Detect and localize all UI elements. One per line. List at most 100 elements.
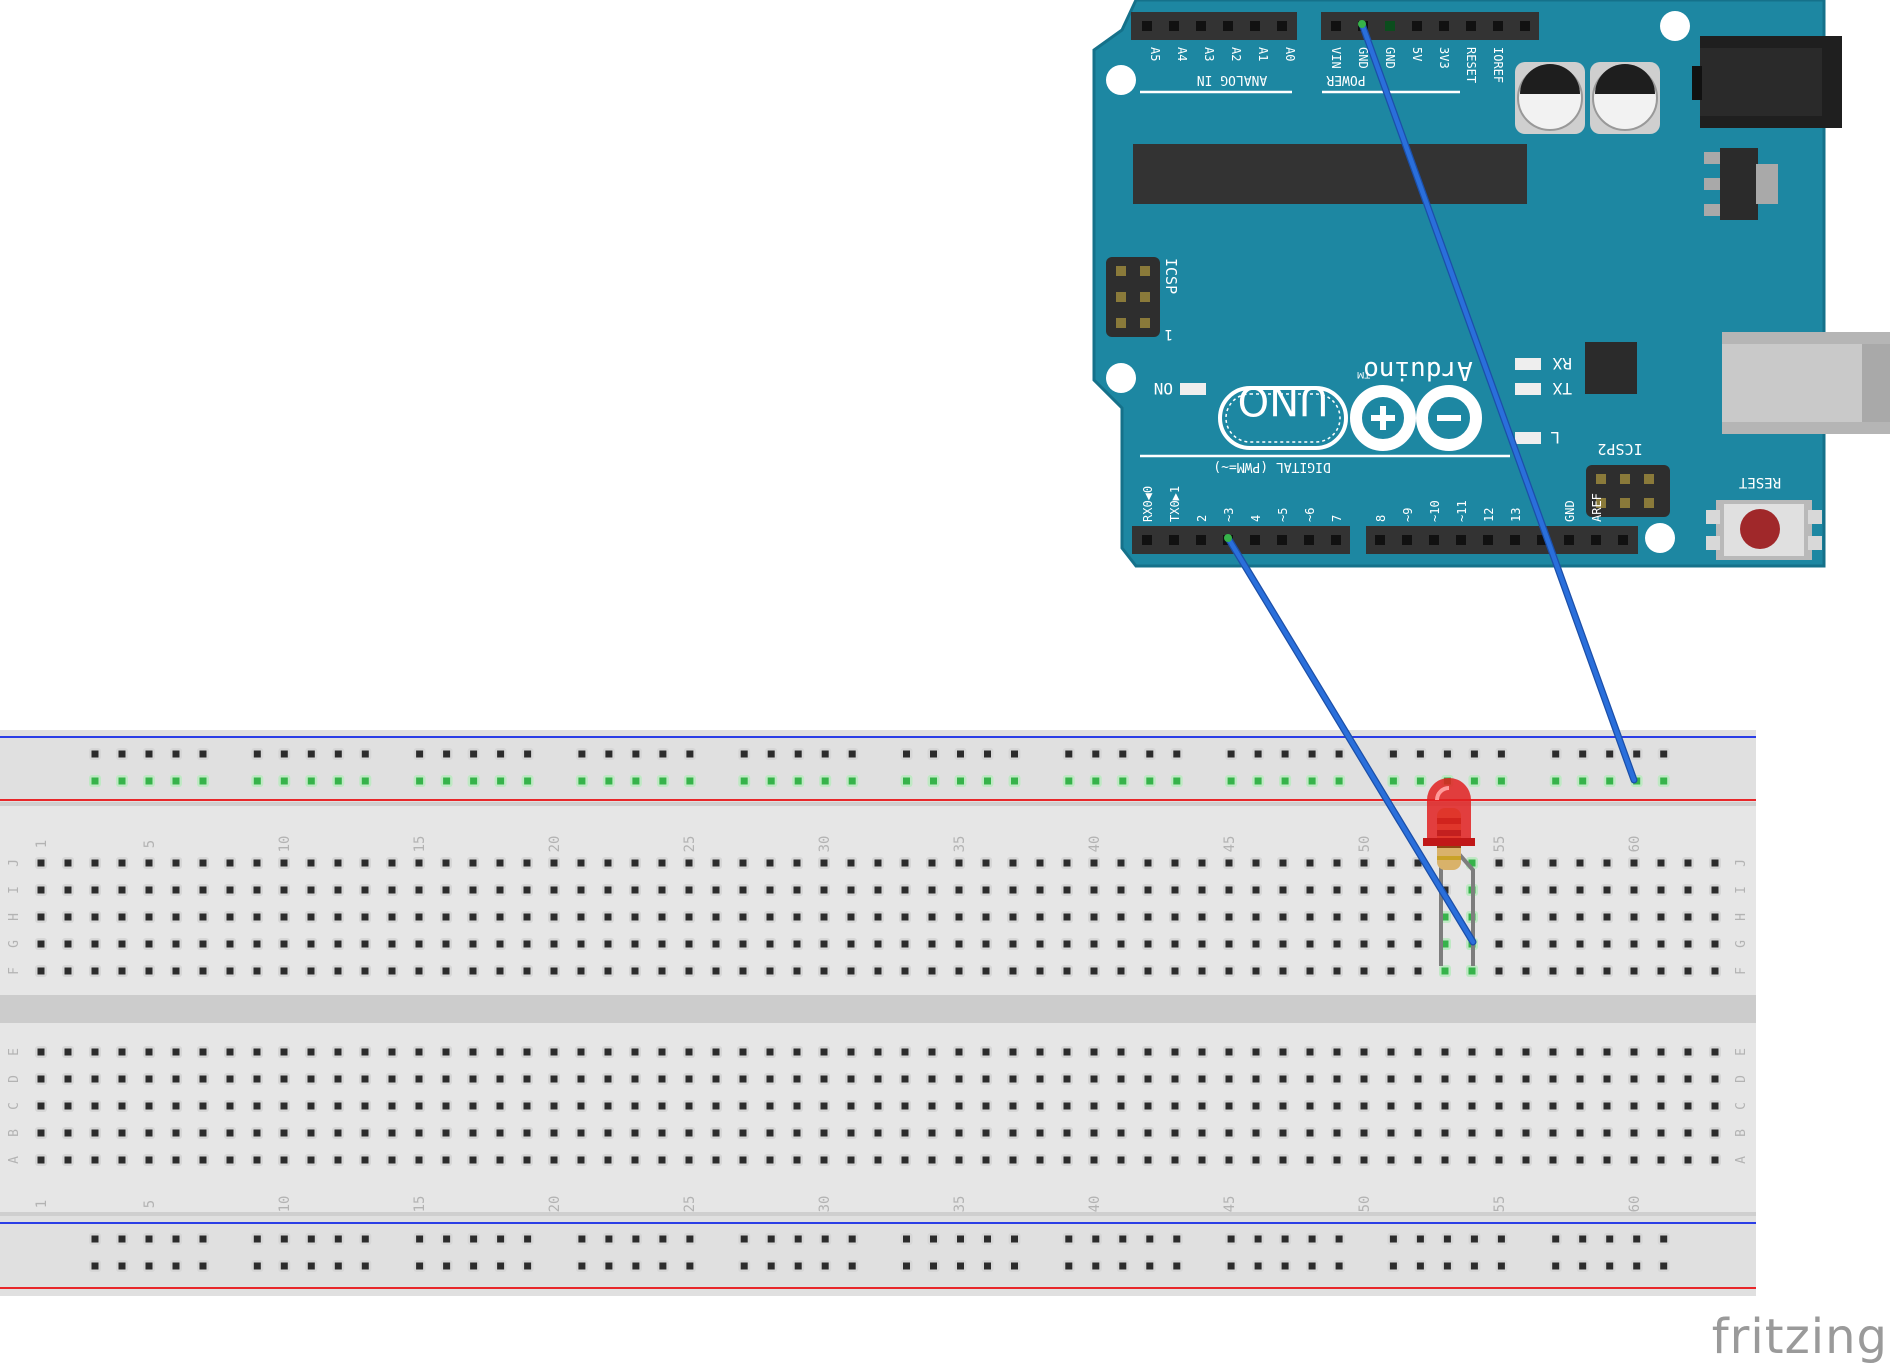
row-letter-right: B: [1734, 1129, 1749, 1137]
breadboard-hole: [1630, 1048, 1638, 1056]
breadboard-hole: [199, 886, 207, 894]
breadboard-hole: [1657, 1102, 1665, 1110]
breadboard-hole: [955, 1075, 963, 1083]
row-letter-right: A: [1734, 1156, 1749, 1164]
breadboard-hole: [307, 750, 315, 758]
breadboard-hole: [361, 886, 369, 894]
breadboard-hole: [1657, 1156, 1665, 1164]
breadboard-hole: [1333, 1129, 1341, 1137]
breadboard-hole: [523, 1102, 531, 1110]
analog-pin-label: A2: [1229, 47, 1243, 61]
breadboard-hole: [928, 886, 936, 894]
breadboard-hole: [658, 1156, 666, 1164]
column-number-top: 1: [34, 840, 50, 848]
breadboard-hole: [1117, 886, 1125, 894]
icsp-pin: [1116, 318, 1126, 328]
breadboard-hole: [1254, 750, 1262, 758]
capacitor: [1515, 62, 1585, 134]
breadboard-hole: [496, 886, 504, 894]
breadboard-hole: [577, 1156, 585, 1164]
breadboard-hole: [577, 1048, 585, 1056]
breadboard-hole: [577, 967, 585, 975]
breadboard-hole: [172, 750, 180, 758]
breadboard-hole: [794, 1262, 802, 1270]
active-hole: [848, 777, 856, 785]
breadboard-hole: [955, 913, 963, 921]
breadboard-hole: [1225, 1075, 1233, 1083]
breadboard-hole: [1497, 1235, 1505, 1243]
breadboard-hole: [199, 967, 207, 975]
breadboard-hole: [1279, 886, 1287, 894]
breadboard-hole: [1414, 859, 1422, 867]
breadboard-hole: [226, 886, 234, 894]
breadboard-hole: [1335, 1235, 1343, 1243]
active-hole: [740, 777, 748, 785]
active-hole: [1335, 777, 1343, 785]
breadboard-hole: [91, 1156, 99, 1164]
breadboard-hole: [955, 1129, 963, 1137]
breadboard-hole: [1306, 1075, 1314, 1083]
breadboard-hole: [443, 750, 451, 758]
breadboard-hole: [874, 1075, 882, 1083]
column-number-bottom: 20: [547, 1196, 563, 1213]
breadboard-hole: [64, 1156, 72, 1164]
breadboard-hole: [821, 1262, 829, 1270]
breadboard-hole: [605, 750, 613, 758]
reset-button[interactable]: [1706, 500, 1822, 560]
breadboard-hole: [1684, 1129, 1692, 1137]
breadboard-hole: [550, 967, 558, 975]
breadboard-hole: [874, 1048, 882, 1056]
breadboard-hole: [1227, 1262, 1235, 1270]
breadboard-hole: [1009, 967, 1017, 975]
row-letter-left: D: [7, 1075, 22, 1083]
breadboard-hole: [1225, 1048, 1233, 1056]
breadboard-hole: [1468, 1129, 1476, 1137]
header-pin: [1537, 535, 1547, 545]
breadboard-hole: [469, 940, 477, 948]
breadboard-hole: [469, 1156, 477, 1164]
column-number-bottom: 40: [1087, 1196, 1103, 1213]
breadboard-hole: [1660, 1262, 1668, 1270]
breadboard-hole: [1198, 1075, 1206, 1083]
active-hole: [1119, 777, 1127, 785]
breadboard-hole: [739, 940, 747, 948]
breadboard-hole: [1308, 1235, 1316, 1243]
breadboard-hole: [1171, 940, 1179, 948]
breadboard-hole: [1389, 1262, 1397, 1270]
breadboard-hole: [1633, 1262, 1641, 1270]
breadboard-hole: [415, 1156, 423, 1164]
breadboard-hole: [1306, 1048, 1314, 1056]
digital-pin-label: ~10: [1428, 500, 1442, 522]
breadboard-hole: [1335, 750, 1343, 758]
breadboard-hole: [280, 1262, 288, 1270]
breadboard-hole: [1630, 1129, 1638, 1137]
breadboard-hole: [1443, 1262, 1451, 1270]
breadboard-hole: [469, 859, 477, 867]
active-hole: [1416, 777, 1424, 785]
breadboard-hole: [1387, 913, 1395, 921]
breadboard-hole: [1092, 1235, 1100, 1243]
breadboard-hole: [577, 913, 585, 921]
breadboard-hole: [1171, 967, 1179, 975]
header-pin: [1375, 535, 1385, 545]
breadboard-hole: [1036, 1075, 1044, 1083]
row-letter-left: A: [7, 1156, 22, 1164]
breadboard-hole: [1387, 1102, 1395, 1110]
breadboard-hole: [1173, 1235, 1181, 1243]
breadboard-hole: [172, 1235, 180, 1243]
breadboard-hole: [199, 1235, 207, 1243]
breadboard-hole: [1036, 940, 1044, 948]
breadboard-hole: [955, 859, 963, 867]
breadboard-hole: [1333, 1102, 1341, 1110]
icsp2-header: [1586, 465, 1670, 517]
breadboard-hole: [1468, 1048, 1476, 1056]
breadboard-hole: [523, 859, 531, 867]
breadboard-hole: [416, 1235, 424, 1243]
breadboard-hole: [416, 750, 424, 758]
breadboard-hole: [712, 859, 720, 867]
breadboard-hole: [253, 1235, 261, 1243]
breadboard-hole: [1171, 1102, 1179, 1110]
breadboard-hole: [334, 940, 342, 948]
breadboard-hole: [578, 750, 586, 758]
breadboard-hole: [523, 967, 531, 975]
